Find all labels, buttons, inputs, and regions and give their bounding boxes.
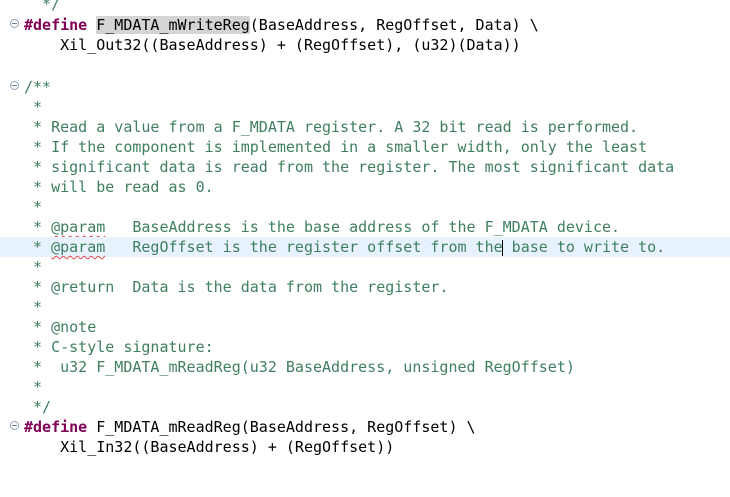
- macro-body: Xil_Out32((BaseAddress) + (RegOffset), (…: [24, 36, 521, 54]
- macro-args: (BaseAddress, RegOffset, Data) \: [249, 16, 539, 34]
- comment-text: /**: [24, 78, 52, 96]
- comment-text: * significant data is read from the regi…: [24, 158, 675, 176]
- code-line[interactable]: *: [0, 97, 730, 117]
- preprocessor-keyword: #define: [24, 16, 88, 34]
- comment-text: *: [24, 258, 43, 276]
- code-line[interactable]: *: [0, 257, 730, 277]
- comment-text: * u32 F_MDATA_mReadReg(u32 BaseAddress, …: [24, 358, 575, 376]
- code-line[interactable]: Xil_In32((BaseAddress) + (RegOffset)): [0, 437, 730, 457]
- comment-prefix: *: [24, 238, 52, 256]
- comment-text: */: [24, 0, 61, 13]
- fold-toggle-icon[interactable]: [10, 81, 19, 90]
- fold-toggle-icon[interactable]: [10, 421, 19, 430]
- comment-text: * C-style signature:: [24, 338, 214, 356]
- code-line[interactable]: * If the component is implemented in a s…: [0, 137, 730, 157]
- param-description-after-caret: base to write to.: [502, 238, 666, 256]
- fold-toggle-icon[interactable]: [10, 19, 19, 28]
- code-line[interactable]: Xil_Out32((BaseAddress) + (RegOffset), (…: [0, 35, 730, 55]
- code-line[interactable]: *: [0, 377, 730, 397]
- code-editor[interactable]: */ #define F_MDATA_mWriteReg(BaseAddress…: [0, 0, 730, 470]
- text-caret: [501, 239, 503, 256]
- code-line[interactable]: * C-style signature:: [0, 337, 730, 357]
- comment-text: *: [24, 378, 43, 396]
- macro-name-highlighted: F_MDATA_mWriteReg: [96, 16, 250, 34]
- comment-text: * @return Data is the data from the regi…: [24, 278, 449, 296]
- code-line[interactable]: * significant data is read from the regi…: [0, 157, 730, 177]
- comment-text: * @note: [24, 318, 97, 336]
- param-description: BaseAddress is the base address of the F…: [105, 218, 621, 236]
- code-line[interactable]: #define F_MDATA_mWriteReg(BaseAddress, R…: [0, 15, 730, 35]
- comment-text: *: [24, 298, 43, 316]
- comment-text: * Read a value from a F_MDATA register. …: [24, 118, 639, 136]
- code-line[interactable]: */: [0, 0, 730, 14]
- comment-text: *: [24, 98, 43, 116]
- code-line[interactable]: #define F_MDATA_mReadReg(BaseAddress, Re…: [0, 417, 730, 437]
- comment-text: * If the component is implemented in a s…: [24, 138, 648, 156]
- code-line[interactable]: *: [0, 197, 730, 217]
- comment-prefix: *: [24, 218, 52, 236]
- macro-body: Xil_In32((BaseAddress) + (RegOffset)): [24, 438, 395, 456]
- code-line[interactable]: * @return Data is the data from the regi…: [0, 277, 730, 297]
- macro-declaration: F_MDATA_mReadReg(BaseAddress, RegOffset)…: [87, 418, 476, 436]
- param-description-before-caret: RegOffset is the register offset from th…: [105, 238, 503, 256]
- code-line[interactable]: * Read a value from a F_MDATA register. …: [0, 117, 730, 137]
- code-line[interactable]: */: [0, 397, 730, 417]
- preprocessor-keyword: #define: [24, 418, 88, 436]
- code-line[interactable]: * @note: [0, 317, 730, 337]
- code-line[interactable]: * @param BaseAddress is the base address…: [0, 217, 730, 237]
- comment-text: * will be read as 0.: [24, 178, 214, 196]
- javadoc-param-tag: @param: [51, 218, 106, 236]
- code-line[interactable]: * will be read as 0.: [0, 177, 730, 197]
- comment-text: *: [24, 198, 43, 216]
- comment-text: */: [24, 398, 52, 416]
- javadoc-param-tag: @param: [51, 238, 106, 256]
- code-line[interactable]: * u32 F_MDATA_mReadReg(u32 BaseAddress, …: [0, 357, 730, 377]
- editor-gutter: [0, 0, 22, 470]
- current-code-line[interactable]: * @param RegOffset is the register offse…: [0, 237, 730, 257]
- code-line[interactable]: *: [0, 297, 730, 317]
- code-line[interactable]: /**: [0, 77, 730, 97]
